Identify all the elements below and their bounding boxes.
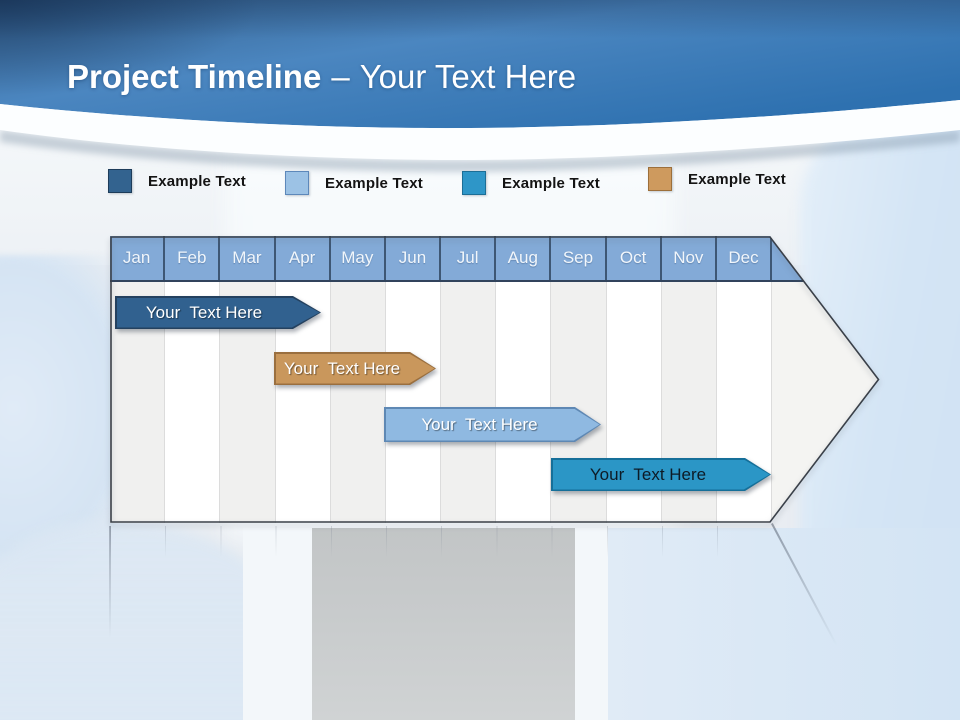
task-bar-1: Your Text Here	[115, 296, 321, 329]
background-photo-shape	[608, 528, 960, 720]
legend-label: Example Text	[502, 174, 600, 192]
month-header: Mar	[220, 236, 276, 280]
task-bar-2: Your Text Here	[274, 352, 436, 385]
background-photo-shape	[575, 528, 608, 720]
legend-swatch-darkblue	[108, 169, 132, 193]
title-separator: –	[331, 58, 350, 95]
legend-item: Example Text	[648, 167, 786, 191]
task-bar-arrow	[115, 296, 321, 329]
grid-column	[441, 282, 497, 523]
legend-item: Example Text	[285, 171, 423, 195]
task-bar-arrow	[274, 352, 436, 385]
month-header: Feb	[165, 236, 221, 280]
month-header: Dec	[716, 236, 773, 280]
legend-label: Example Text	[148, 172, 246, 190]
timeline-reflection	[110, 526, 772, 560]
legend-swatch-teal	[462, 171, 486, 195]
legend-swatch-tan	[648, 167, 672, 191]
timeline-arrow-outline	[110, 236, 880, 523]
legend-item: Example Text	[462, 171, 600, 195]
month-header: Jan	[110, 236, 166, 280]
legend-item: Example Text	[108, 169, 246, 193]
legend-label: Example Text	[688, 170, 786, 188]
grid-column	[385, 282, 442, 523]
page-title: Project Timeline–Your Text Here	[67, 58, 576, 96]
background-photo-shape	[312, 528, 575, 720]
task-bar-label: Your Text Here	[145, 302, 263, 322]
month-header: Oct	[606, 236, 662, 280]
month-header: Sep	[551, 236, 607, 280]
grid-column	[496, 282, 552, 523]
month-header: Nov	[661, 236, 717, 280]
grid-column	[330, 282, 386, 523]
month-header: May	[330, 236, 386, 280]
month-header: Jun	[385, 236, 442, 280]
timeline-arrow-body: Jan Feb Mar Apr May Jun Jul Aug Sep Oct …	[110, 236, 879, 523]
title-bold-text: Project Timeline	[67, 58, 322, 95]
title-placeholder-text: Your Text Here	[359, 58, 577, 95]
month-header: Apr	[275, 236, 331, 280]
background-photo-shape	[243, 528, 312, 720]
task-bar-label: Your Text Here	[283, 358, 401, 378]
task-bar-3: Your Text Here	[384, 407, 601, 442]
legend-swatch-lightblue	[285, 171, 309, 195]
month-header: Jul	[441, 236, 497, 280]
task-bar-4: Your Text Here	[551, 458, 771, 491]
month-header: Aug	[496, 236, 552, 280]
month-header-row: Jan Feb Mar Apr May Jun Jul Aug Sep Oct …	[110, 236, 773, 280]
timeline-chart: Jan Feb Mar Apr May Jun Jul Aug Sep Oct …	[110, 236, 880, 523]
legend-label: Example Text	[325, 174, 423, 192]
task-bar-label: Your Text Here	[589, 464, 707, 484]
timeline-reflection	[109, 526, 111, 638]
task-bar-arrow	[384, 407, 601, 442]
task-bar-label: Your Text Here	[421, 414, 538, 434]
task-bar-arrow	[551, 458, 771, 491]
